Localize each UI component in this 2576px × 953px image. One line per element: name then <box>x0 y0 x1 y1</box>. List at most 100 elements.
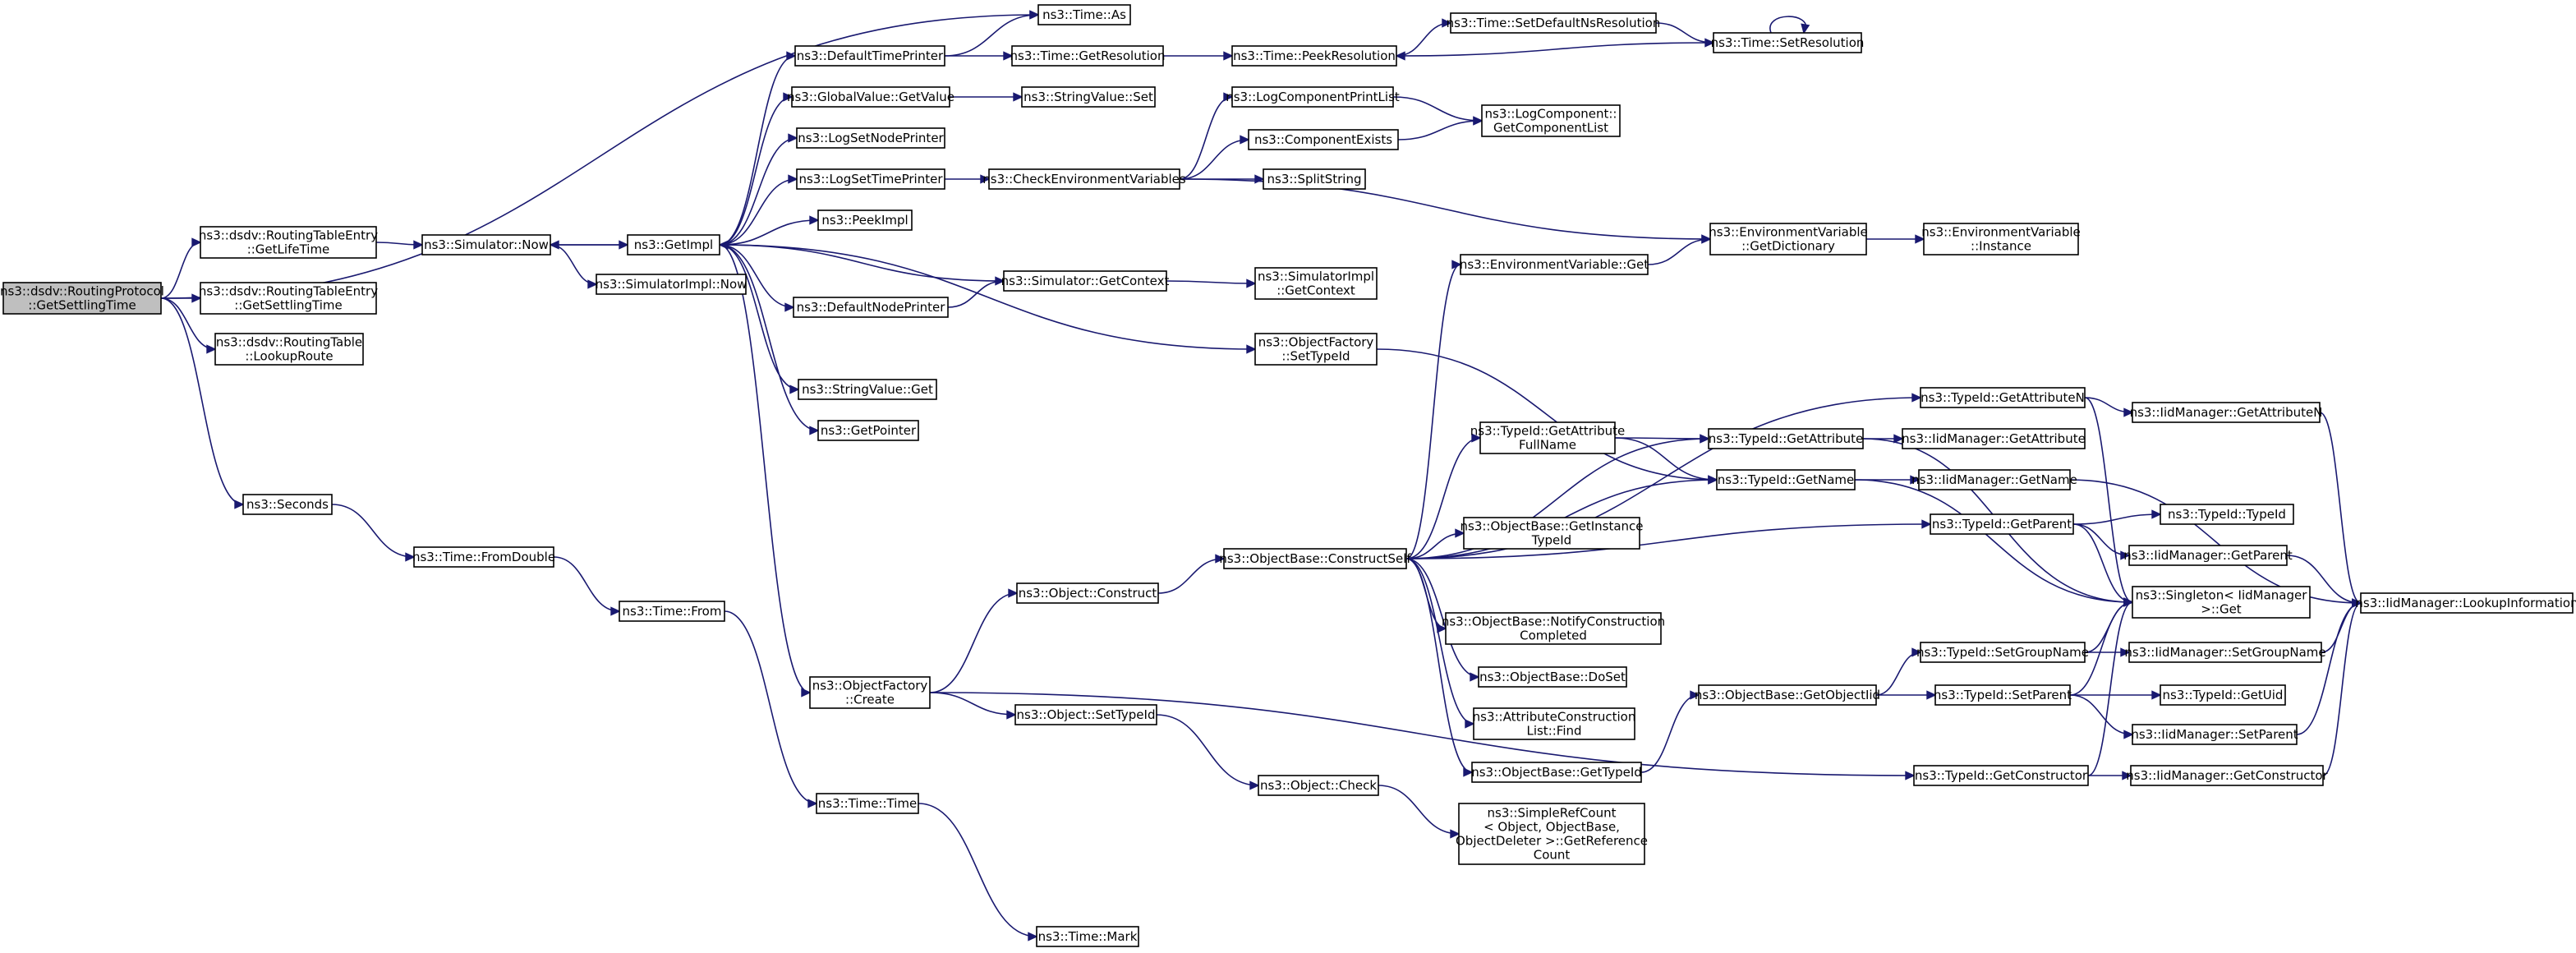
node-iid-getname[interactable]: ns3::IidManager::GetName <box>1911 469 2077 490</box>
node-logcomp-getlist[interactable]: ns3::LogComponent::GetComponentList <box>1481 104 1621 137</box>
node-label-line: ns3::IidManager::SetGroupName <box>2124 645 2325 660</box>
node-label-line: ns3::ObjectBase::GetTypeId <box>1471 765 1642 780</box>
node-box <box>1254 333 1378 366</box>
node-typeid-getparent[interactable]: ns3::TypeId::GetParent <box>1930 513 2074 535</box>
node-peekimpl[interactable]: ns3::PeekImpl <box>817 209 913 231</box>
node-getimpl[interactable]: ns3::GetImpl <box>627 234 720 256</box>
node-label-line: ns3::Object::Construct <box>1019 586 1157 601</box>
edge-ob-constructself-to-typeid-getattrfullname <box>1405 433 1482 559</box>
node-label-line: ::LookupRoute <box>245 349 333 364</box>
node-time-peekres[interactable]: ns3::Time::PeekResolution <box>1231 45 1397 67</box>
node-time-as[interactable]: ns3::Time::As <box>1037 4 1131 25</box>
node-time-setdefault[interactable]: ns3::Time::SetDefaultNsResolution <box>1447 12 1661 34</box>
node-object-check[interactable]: ns3::Object::Check <box>1258 775 1379 796</box>
node-typeid-getconstructor[interactable]: ns3::TypeId::GetConstructor <box>1913 765 2089 786</box>
node-compexists[interactable]: ns3::ComponentExists <box>1248 129 1399 150</box>
edge-typeid-getattributen-to-singleton-get <box>2084 397 2134 607</box>
node-iid-getparent[interactable]: ns3::IidManager::GetParent <box>2123 545 2293 566</box>
node-time-fromdouble[interactable]: ns3::Time::FromDouble <box>412 546 555 568</box>
node-time-setres[interactable]: ns3::Time::SetResolution <box>1711 32 1865 53</box>
node-simimpl-getcontext[interactable]: ns3::SimulatorImpl::GetContext <box>1254 267 1378 300</box>
node-box <box>809 676 931 709</box>
node-iid-setparent[interactable]: ns3::IidManager::SetParent <box>2131 724 2298 745</box>
node-time-from[interactable]: ns3::Time::From <box>619 601 725 622</box>
node-label-line: ns3::TypeId::GetUid <box>2163 688 2284 702</box>
node-iid-getattributen[interactable]: ns3::IidManager::GetAttributeN <box>2130 402 2323 423</box>
edge-defaulttimeprinter-to-time-as <box>944 10 1040 57</box>
node-ob-gettypeid[interactable]: ns3::ObjectBase::GetTypeId <box>1471 762 1642 783</box>
node-envvar-instance[interactable]: ns3::EnvironmentVariable::Instance <box>1921 223 2081 256</box>
node-checkenv[interactable]: ns3::CheckEnvironmentVariables <box>982 168 1186 190</box>
node-simplerefcount[interactable]: ns3::SimpleRefCount< Object, ObjectBase,… <box>1456 803 1648 865</box>
node-time-getres[interactable]: ns3::Time::GetResolution <box>1010 45 1166 67</box>
edge-line <box>719 55 796 246</box>
node-typeid-getuid[interactable]: ns3::TypeId::GetUid <box>2160 684 2286 706</box>
node-ob-doset[interactable]: ns3::ObjectBase::DoSet <box>1478 666 1627 688</box>
node-typeid-typeid[interactable]: ns3::TypeId::TypeId <box>2160 504 2294 525</box>
node-box <box>1014 704 1157 725</box>
node-ob-notifyconstruction[interactable]: ns3::ObjectBase::NotifyConstructionCompl… <box>1442 612 1665 645</box>
node-iid-getconstructor[interactable]: ns3::IidManager::GetConstructor <box>2126 765 2329 786</box>
node-envvar-get[interactable]: ns3::EnvironmentVariable::Get <box>1460 254 1649 275</box>
node-box <box>2132 402 2321 423</box>
node-seconds[interactable]: ns3::Seconds <box>242 494 333 515</box>
node-simimpl-now[interactable]: ns3::SimulatorImpl::Now <box>596 274 748 295</box>
edge-typeid-getname-to-singleton-get <box>1854 479 2134 607</box>
edge-iid-getattributen-to-iid-lookupinfo <box>2319 412 2362 608</box>
node-object-settypeid[interactable]: ns3::Object::SetTypeId <box>1014 704 1157 725</box>
node-logtimeprinter[interactable]: ns3::LogSetTimePrinter <box>796 168 945 190</box>
node-time-time[interactable]: ns3::Time::Time <box>816 793 919 814</box>
node-of-create[interactable]: ns3::ObjectFactory::Create <box>809 676 931 709</box>
node-box <box>2132 724 2298 745</box>
node-label-line: ::GetContext <box>1276 283 1355 298</box>
node-getpointer[interactable]: ns3::GetPointer <box>817 420 919 441</box>
node-logcompprintlist[interactable]: ns3::LogComponentPrintList <box>1226 86 1400 108</box>
node-of-settypeid[interactable]: ns3::ObjectFactory::SetTypeId <box>1254 333 1378 366</box>
edge-line <box>2319 412 2362 604</box>
node-time-mark[interactable]: ns3::Time::Mark <box>1036 926 1139 947</box>
edge-arrowhead <box>1028 932 1038 941</box>
node-lognodeprinter[interactable]: ns3::LogSetNodePrinter <box>796 127 945 149</box>
node-label-line: ns3::IidManager::GetName <box>1911 472 2077 487</box>
node-stringvalue-get[interactable]: ns3::StringValue::Get <box>798 379 937 400</box>
node-typeid-getattribute[interactable]: ns3::TypeId::GetAttribute <box>1708 428 1864 449</box>
node-object-construct[interactable]: ns3::Object::Construct <box>1016 582 1159 604</box>
edge-getimpl-to-sim-now <box>549 240 628 250</box>
node-stringvalue-set[interactable]: ns3::StringValue::Set <box>1021 86 1156 108</box>
node-typeid-setparent[interactable]: ns3::TypeId::SetParent <box>1934 684 2072 706</box>
edge-getimpl-to-lognodeprinter <box>719 133 798 246</box>
node-label-line: GetComponentList <box>1493 121 1608 136</box>
node-box <box>1254 267 1378 300</box>
node-iid-lookupinfo[interactable]: ns3::IidManager::LookupInformation <box>2355 592 2576 614</box>
node-defaulttimeprinter[interactable]: ns3::DefaultTimePrinter <box>794 45 945 67</box>
edge-line <box>1405 264 1461 559</box>
node-rt-lookup[interactable]: ns3::dsdv::RoutingTable::LookupRoute <box>214 333 364 366</box>
node-splitstring[interactable]: ns3::SplitString <box>1263 168 1366 190</box>
edge-arrowhead <box>784 302 795 312</box>
node-typeid-getattributen[interactable]: ns3::TypeId::GetAttributeN <box>1920 387 2086 408</box>
node-typeid-setgroupname[interactable]: ns3::TypeId::SetGroupName <box>1916 642 2089 663</box>
edge-sim-now-to-simimpl-now <box>550 244 598 289</box>
node-rte-getlifetime[interactable]: ns3::dsdv::RoutingTableEntry::GetLifeTim… <box>199 226 378 259</box>
edge-arrowhead <box>1006 710 1017 720</box>
node-iid-setgroupname[interactable]: ns3::IidManager::SetGroupName <box>2124 642 2326 663</box>
edge-line <box>1157 558 1225 594</box>
node-defaultnodeprinter[interactable]: ns3::DefaultNodePrinter <box>793 297 949 318</box>
node-singleton-get[interactable]: ns3::Singleton< IidManager>::Get <box>2132 586 2311 619</box>
node-ob-getobjectiid[interactable]: ns3::ObjectBase::GetObjectIid <box>1695 684 1880 706</box>
edge-line <box>553 556 620 612</box>
node-ob-constructself[interactable]: ns3::ObjectBase::ConstructSelf <box>1219 548 1411 569</box>
node-label-line: ns3::TypeId::SetParent <box>1934 688 2072 702</box>
node-label-line: ns3::Singleton< IidManager <box>2136 588 2308 603</box>
node-sim-getcontext[interactable]: ns3::Simulator::GetContext <box>1001 270 1170 292</box>
node-iid-getattribute[interactable]: ns3::IidManager::GetAttribute <box>1902 428 2086 449</box>
node-globalvalue-get[interactable]: ns3::GlobalValue::GetValue <box>787 86 954 108</box>
node-envvar-getdict[interactable]: ns3::EnvironmentVariable::GetDictionary <box>1709 223 1868 256</box>
node-rte-getsettling[interactable]: ns3::dsdv::RoutingTableEntry::GetSettlin… <box>199 282 378 315</box>
node-root[interactable]: ns3::dsdv::RoutingProtocol::GetSettlingT… <box>0 282 164 315</box>
node-typeid-getname[interactable]: ns3::TypeId::GetName <box>1716 469 1856 490</box>
node-sim-now[interactable]: ns3::Simulator::Now <box>421 234 551 256</box>
